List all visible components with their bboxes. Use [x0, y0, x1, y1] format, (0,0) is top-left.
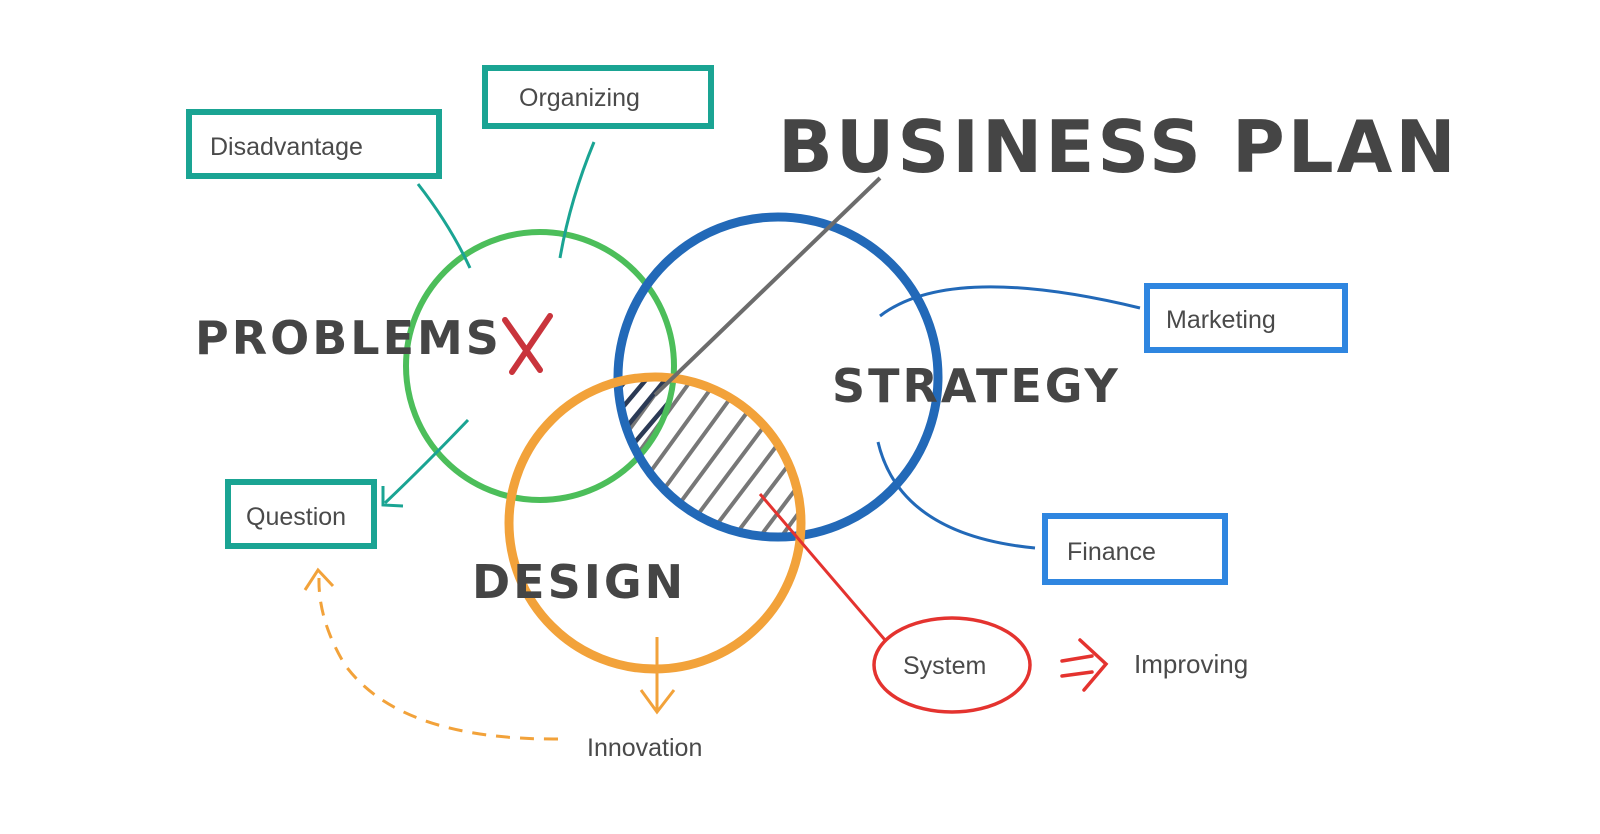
- organizing-label: Organizing: [519, 84, 640, 112]
- design-label: DESIGN: [472, 555, 686, 609]
- feedback-arrowhead-icon: [303, 567, 335, 591]
- system-connector: [758, 493, 887, 641]
- improving-label: Improving: [1134, 649, 1248, 679]
- x-mark-icon: [502, 313, 553, 375]
- question-arrow: [383, 418, 470, 505]
- disadvantage-box: [186, 109, 442, 179]
- design-circle: [504, 372, 806, 674]
- marketing-box: [1144, 283, 1348, 353]
- marketing-connector: [879, 285, 1141, 318]
- strategy-label: STRATEGY: [832, 359, 1121, 413]
- question-label: Question: [246, 503, 346, 531]
- disadvantage-connector: [416, 183, 472, 269]
- problems-label: PROBLEMS: [195, 311, 502, 365]
- question-box: [225, 479, 377, 549]
- innovation-arrowhead-icon: [639, 689, 676, 715]
- organizing-connector: [558, 141, 596, 259]
- system-ellipse: [872, 616, 1032, 714]
- finance-label: Finance: [1067, 538, 1156, 566]
- strategy-circle: [613, 212, 943, 542]
- system-label: System: [903, 652, 986, 680]
- finance-box: [1042, 513, 1228, 585]
- problems-circle: [403, 229, 677, 503]
- disadvantage-label: Disadvantage: [210, 133, 363, 161]
- marketing-label: Marketing: [1166, 306, 1276, 334]
- innovation-label: Innovation: [587, 734, 702, 762]
- title-pointer-line: [653, 176, 882, 397]
- finance-connector: [876, 441, 1036, 550]
- double-arrow-right-icon: [1060, 638, 1109, 692]
- organizing-box: [482, 65, 714, 129]
- feedback-dashed-arrow: [317, 577, 559, 741]
- question-arrowhead-icon: [381, 486, 404, 508]
- diagram-title: BUSINESS PLAN: [778, 105, 1459, 189]
